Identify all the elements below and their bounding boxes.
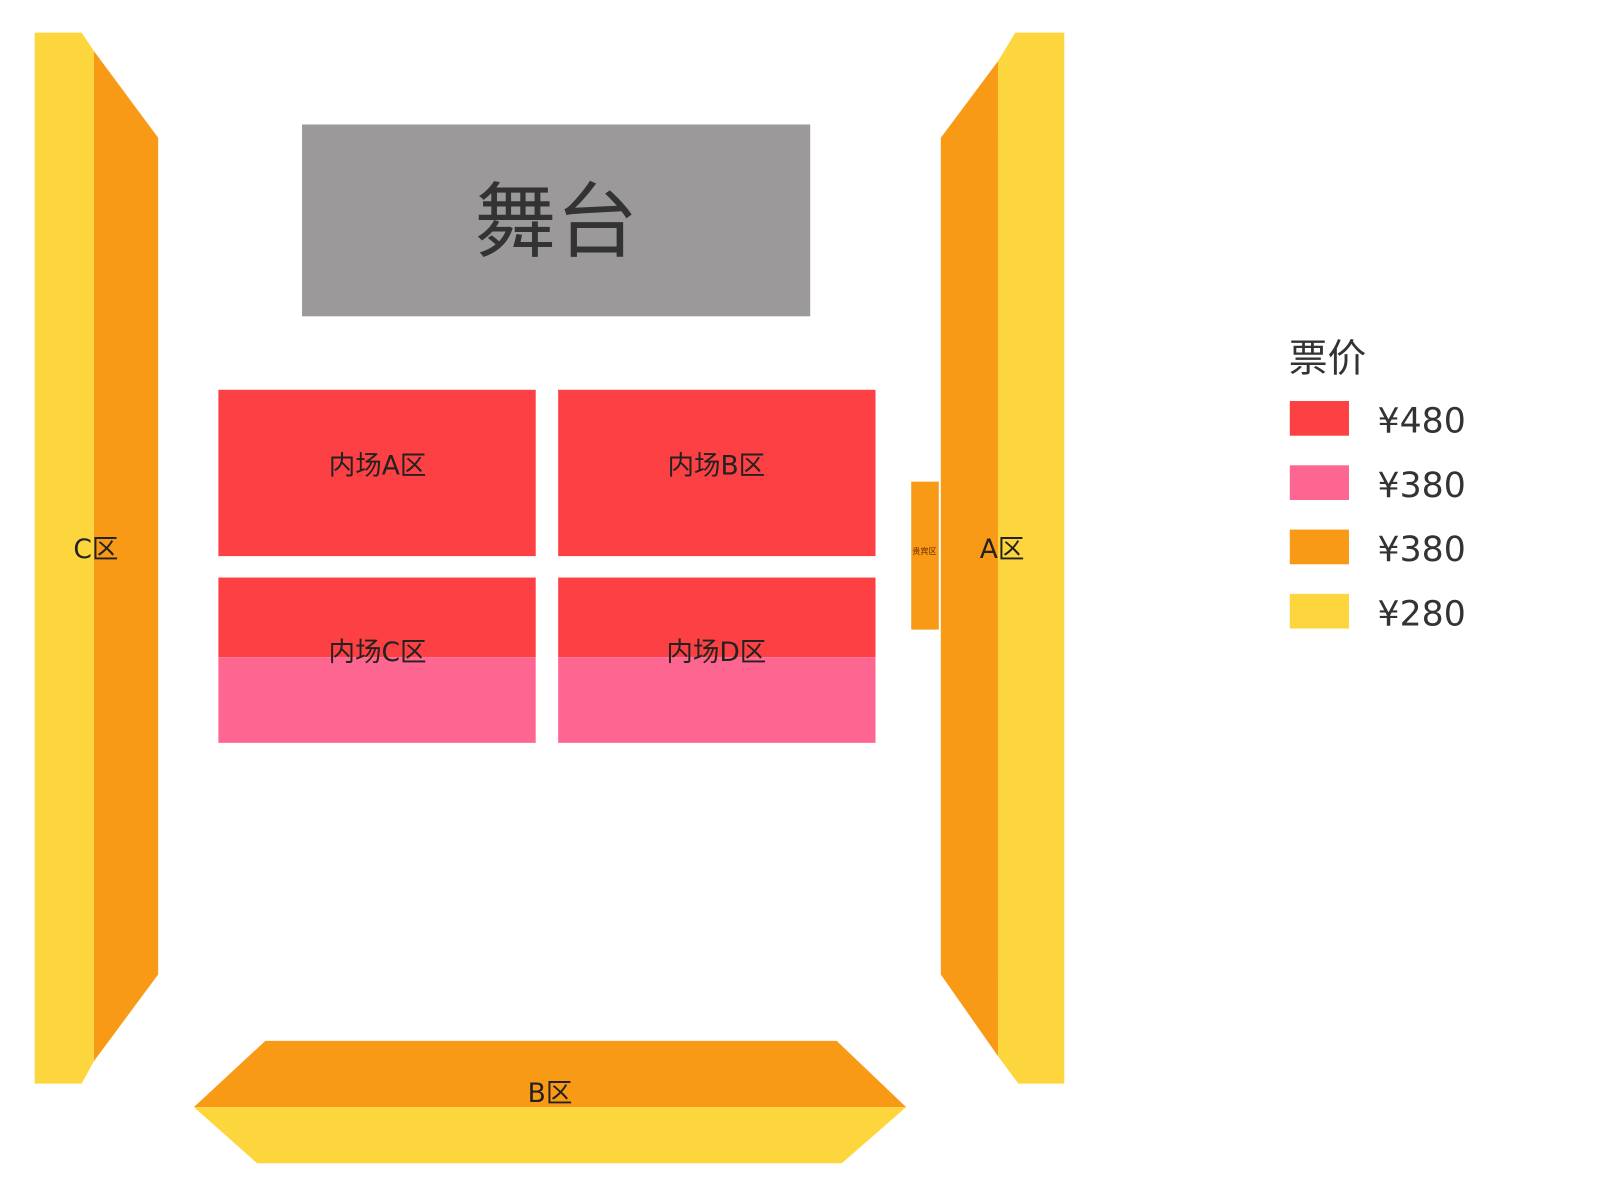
a-zone-inner	[940, 61, 998, 1057]
inner-a-label: 内场A区	[329, 450, 427, 481]
vip-label: 贵宾区	[912, 546, 936, 556]
section-inner-a[interactable]: 内场A区	[218, 389, 536, 557]
inner-a-block	[218, 389, 536, 557]
legend-item: ¥280	[1289, 593, 1466, 635]
legend-price: ¥380	[1378, 530, 1466, 570]
legend-swatch-red	[1289, 401, 1349, 436]
legend-price: ¥280	[1378, 595, 1466, 635]
b-zone-inner	[193, 1040, 907, 1108]
inner-d-pink	[558, 657, 876, 743]
inner-d-red	[558, 577, 876, 658]
inner-c-label: 内场C区	[329, 637, 427, 668]
legend-price: ¥480	[1378, 402, 1466, 442]
inner-c-pink	[218, 657, 536, 743]
section-inner-c[interactable]: 内场C区	[218, 577, 536, 743]
legend-item: ¥380	[1289, 465, 1466, 506]
vip-block	[911, 481, 939, 630]
legend-swatch-orange	[1289, 529, 1349, 565]
legend-item: ¥380	[1289, 529, 1466, 570]
legend-swatch-yellow	[1289, 593, 1349, 629]
a-zone-outer	[997, 32, 1065, 1084]
inner-d-label: 内场D区	[666, 637, 766, 668]
inner-b-block	[558, 389, 876, 557]
inner-c-red	[218, 577, 536, 658]
section-a-zone[interactable]: A区	[940, 32, 1065, 1084]
section-inner-b[interactable]: 内场B区	[558, 389, 876, 557]
section-b-zone[interactable]: B区	[193, 1040, 907, 1164]
inner-b-label: 内场B区	[667, 450, 765, 481]
section-inner-d[interactable]: 内场D区	[558, 577, 876, 743]
stage-block	[302, 124, 811, 317]
c-zone-label: C区	[73, 534, 118, 565]
section-vip[interactable]: 贵宾区	[911, 481, 939, 630]
c-zone-inner	[93, 51, 159, 1062]
legend-swatch-pink	[1289, 465, 1349, 500]
section-c-zone[interactable]: C区	[34, 32, 159, 1084]
c-zone-outer	[34, 32, 94, 1084]
a-zone-label: A区	[980, 534, 1025, 565]
b-zone-label: B区	[528, 1078, 573, 1109]
legend-title: 票价	[1289, 336, 1367, 381]
stage: 舞台	[302, 124, 811, 317]
legend-item: ¥480	[1289, 401, 1466, 442]
price-legend: 票价 ¥480 ¥380 ¥380 ¥280	[1289, 336, 1466, 634]
stage-label: 舞台	[474, 175, 637, 270]
b-zone-outer	[193, 1107, 907, 1164]
legend-price: ¥380	[1378, 466, 1466, 506]
